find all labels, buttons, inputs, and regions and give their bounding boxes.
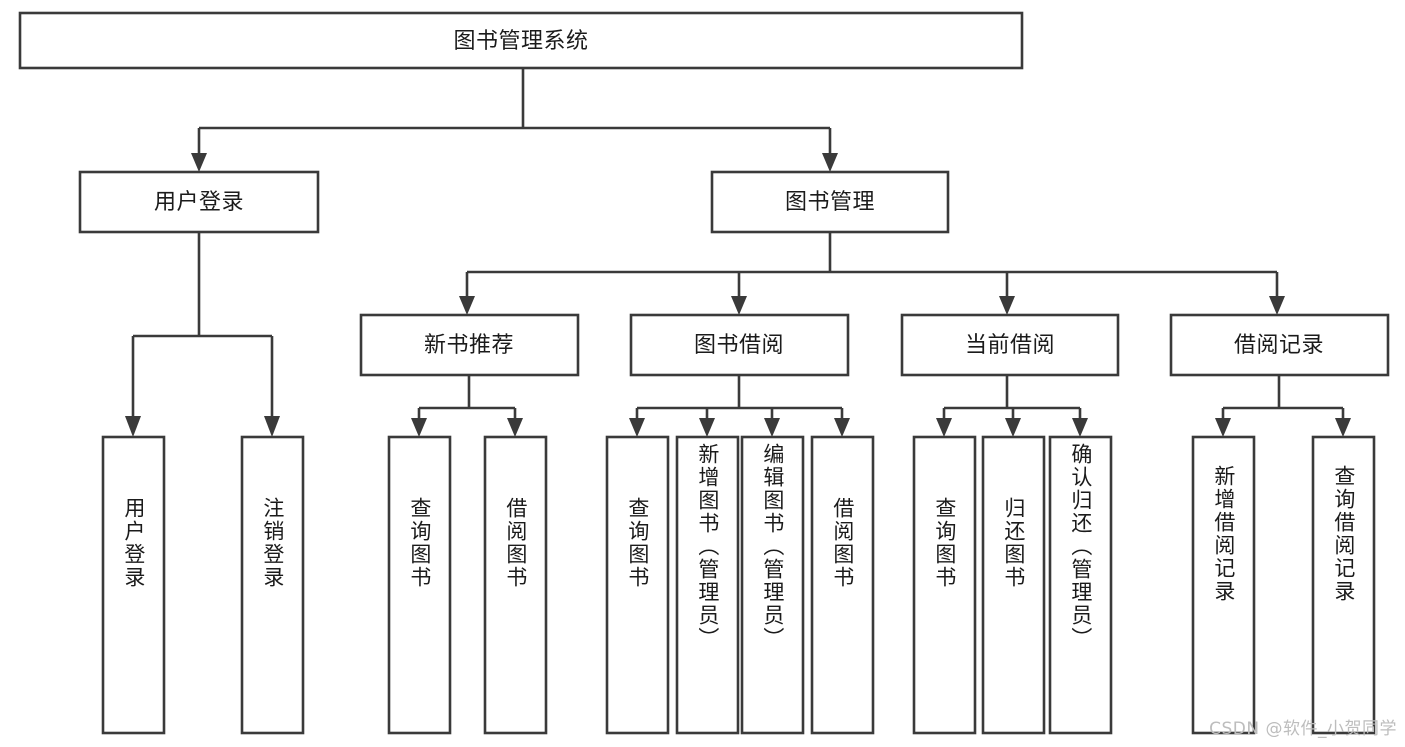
node-current-borrow[interactable]: 当前借阅 bbox=[900, 313, 1120, 377]
node-borrow-record-label: 借阅记录 bbox=[1234, 333, 1324, 358]
node-book-borrow-box[interactable] bbox=[629, 313, 850, 377]
leaf-box-br-query-record[interactable] bbox=[1311, 435, 1376, 735]
leaf-box-bb-edit-book[interactable] bbox=[740, 435, 805, 735]
arrow-head-cb-query-book bbox=[936, 418, 952, 437]
node-book-management[interactable]: 图书管理 bbox=[710, 170, 950, 234]
leaf-box-user-login[interactable] bbox=[101, 435, 166, 735]
leaf-box-bb-add-book[interactable] bbox=[675, 435, 740, 735]
node-user-login[interactable]: 用户登录 bbox=[78, 170, 320, 234]
arrow-head-leaf-logout bbox=[264, 416, 280, 437]
leaf-box-logout[interactable] bbox=[240, 435, 305, 735]
arrow-head-br-add-record bbox=[1215, 418, 1231, 437]
arrow-head-br-query-record bbox=[1335, 418, 1351, 437]
connector-group-root bbox=[191, 68, 838, 172]
node-new-book-recommend-label: 新书推荐 bbox=[424, 333, 514, 358]
leaf-box-cb-query-book[interactable] bbox=[912, 435, 977, 735]
node-root-system-label: 图书管理系统 bbox=[453, 29, 588, 54]
arrow-head-book-borrow bbox=[731, 296, 747, 315]
arrow-head-bb-query-book bbox=[629, 418, 645, 437]
leaf-box-nb-query-book[interactable] bbox=[387, 435, 452, 735]
csdn-watermark: CSDN @软件_小贺同学 bbox=[1209, 719, 1397, 739]
leaf-box-nb-borrow-book[interactable] bbox=[483, 435, 548, 735]
node-book-borrow-label: 图书借阅 bbox=[694, 333, 784, 358]
arrow-head-new-book-rec bbox=[459, 296, 475, 315]
arrow-head-leaf-user-login bbox=[125, 416, 141, 437]
leaf-box-cb-return-book[interactable] bbox=[981, 435, 1046, 735]
connector-group-borrow-record bbox=[1215, 375, 1351, 437]
connector-group-current-borrow bbox=[936, 375, 1088, 437]
arrow-head-cb-confirm-return bbox=[1072, 418, 1088, 437]
arrow-head-borrow-record bbox=[1269, 296, 1285, 315]
node-user-login-box[interactable] bbox=[78, 170, 320, 234]
node-book-management-box[interactable] bbox=[710, 170, 950, 234]
node-new-book-recommend-box[interactable] bbox=[359, 313, 580, 377]
arrow-head-book-mgmt bbox=[822, 153, 838, 172]
node-user-login-label: 用户登录 bbox=[154, 190, 244, 215]
node-borrow-record-box[interactable] bbox=[1169, 313, 1390, 377]
leaf-box-bb-borrow-book[interactable] bbox=[810, 435, 875, 735]
node-current-borrow-box[interactable] bbox=[900, 313, 1120, 377]
arrow-head-current-borrow bbox=[999, 296, 1015, 315]
arrow-head-cb-return-book bbox=[1005, 418, 1021, 437]
connector-group-book-borrow bbox=[629, 375, 850, 437]
arrow-head-user-login bbox=[191, 153, 207, 172]
leaf-box-cb-confirm-return[interactable] bbox=[1048, 435, 1113, 735]
node-borrow-record[interactable]: 借阅记录 bbox=[1169, 313, 1390, 377]
node-root-system-box[interactable] bbox=[18, 11, 1024, 70]
node-root-system[interactable]: 图书管理系统 bbox=[18, 11, 1024, 70]
node-book-management-label: 图书管理 bbox=[785, 190, 875, 215]
connector-group-book-mgmt bbox=[459, 232, 1285, 315]
node-book-borrow[interactable]: 图书借阅 bbox=[629, 313, 850, 377]
leaf-box-br-add-record[interactable] bbox=[1191, 435, 1256, 735]
leaf-box-bb-query-book[interactable] bbox=[605, 435, 670, 735]
node-new-book-recommend[interactable]: 新书推荐 bbox=[359, 313, 580, 377]
connector-group-user-login bbox=[125, 232, 280, 437]
leaf-boxes-group bbox=[101, 435, 1376, 735]
arrow-head-bb-edit-book bbox=[764, 418, 780, 437]
arrow-head-bb-borrow-book bbox=[834, 418, 850, 437]
node-current-borrow-label: 当前借阅 bbox=[965, 333, 1055, 358]
connector-group-new-book-rec bbox=[411, 375, 523, 437]
arrow-head-nb-borrow-book bbox=[507, 418, 523, 437]
arrow-head-nb-query-book bbox=[411, 418, 427, 437]
arrow-head-bb-add-book bbox=[699, 418, 715, 437]
